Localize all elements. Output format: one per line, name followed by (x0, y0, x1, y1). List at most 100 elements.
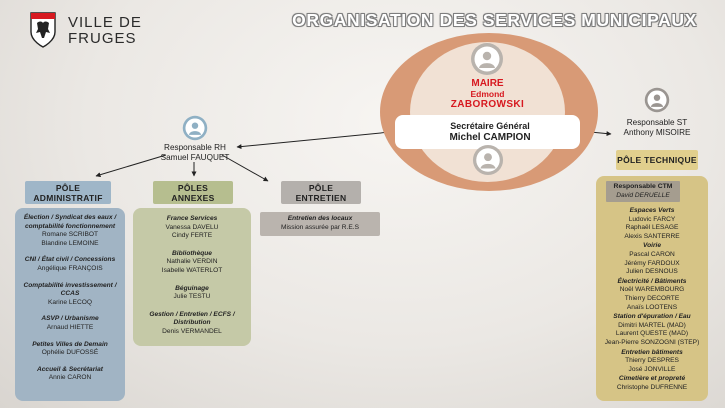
maire-avatar-icon (471, 43, 503, 75)
logo-line2: FRUGES (68, 30, 137, 47)
staff-name: Nathalie VERDIN (166, 258, 218, 266)
staff-name: Mission assurée par R.E.S (280, 223, 360, 231)
service-title: Entretien bâtiments (621, 348, 683, 356)
pole-entretien-line2: ENTRETIEN (295, 193, 347, 203)
sg-band (395, 115, 580, 149)
maire-role: MAIRE (471, 78, 504, 89)
service-title: Voirie (642, 242, 662, 250)
sg-name: Michel CAMPION (449, 132, 531, 143)
service-title: Station d'épuration / Eau (613, 313, 691, 321)
staff-name: Laurent QUESTE (MAD) (615, 330, 689, 338)
staff-name: Romane SCRIBOT (41, 231, 99, 239)
pole-entretien-header: PÔLE ENTRETIEN (281, 181, 361, 204)
service-title: Accueil & Secrétariat (37, 365, 103, 373)
maire-last-name: ZABOROWSKI (450, 99, 525, 110)
pole-administratif-line1: PÔLE (55, 183, 81, 193)
pole-administratif-line2: ADMINISTRATIF (33, 193, 103, 203)
pole-annexes-header: PÔLES ANNEXES (153, 181, 233, 204)
pole-annexes-line1: PÔLES (177, 183, 209, 193)
pole-technique-header: PÔLE TECHNIQUE (616, 150, 698, 170)
st-avatar-icon (644, 87, 670, 113)
service-title: CCAS (60, 290, 80, 298)
logo-wordmark: VILLE DE FRUGES (68, 15, 142, 47)
service-title: Petites Villes de Demain (32, 340, 108, 348)
service-title: Bibliothèque (172, 249, 212, 257)
arrow-rh-to-administratif (95, 154, 167, 178)
staff-name: Anaïs LOOTENS (626, 303, 678, 311)
staff-name: Pascal CARON (629, 250, 675, 258)
staff-name: Vanessa DAVELU (165, 223, 219, 231)
staff-name: Ludovic FARCY (628, 215, 676, 223)
service-title: Espaces Verts (629, 207, 675, 214)
service-title: Électricité / Bâtiments (617, 277, 687, 285)
maire-card: MAIRE Edmond ZABOROWSKI (420, 78, 555, 110)
service-title: Élection / Syndicat des eaux / (23, 214, 117, 221)
staff-name: Denis VERMANDEL (162, 327, 222, 335)
ctm-title: Responsable CTM (613, 183, 673, 190)
staff-name: José JONVILLE (628, 365, 676, 373)
rh-avatar-icon (182, 115, 208, 141)
staff-name: Jean-Pierre SONZOGNI (STEP) (604, 338, 700, 346)
staff-name: Blandine LEMOINE (41, 239, 99, 247)
ctm-name: David DERUELLE (616, 192, 670, 199)
rh-name: Samuel FAUQUET (160, 153, 230, 162)
service-title: Comptabilité investissement / (23, 281, 117, 289)
staff-name: Ophélie DUFOSSÉ (41, 349, 99, 357)
service-section: Gestion / Entretien / ECFS /Distribution… (133, 311, 251, 337)
staff-name: Julie TESTU (173, 293, 211, 301)
page-title: ORGANISATION DES SERVICES MUNICIPAUX (292, 10, 697, 30)
staff-name: Julien DESNOUS (626, 268, 678, 276)
staff-name: Karine LECOQ (48, 298, 92, 306)
staff-name: Annie CARON (48, 374, 92, 382)
staff-name: Thierry DESPRES (625, 357, 679, 365)
service-title: CNI / État civil / Concessions (24, 256, 116, 264)
city-shield-logo (30, 12, 56, 48)
staff-name: Christophe DUFRENNE (616, 383, 688, 391)
service-title: Béguinage (175, 284, 209, 292)
logo-line1: VILLE DE (68, 14, 142, 31)
pole-administratif-body: Élection / Syndicat des eaux /comptabili… (15, 208, 125, 401)
responsable-ctm-card: Responsable CTM David DERUELLE (606, 181, 680, 202)
pole-annexes-line2: ANNEXES (171, 193, 215, 203)
st-card: Responsable ST Anthony MISOIRE (602, 118, 712, 138)
st-role: Responsable ST (626, 118, 688, 127)
service-title: Entretien des locaux (287, 215, 353, 222)
service-title: ASVP / Urbanisme (41, 315, 99, 323)
staff-name: Arnaud HIETTE (46, 323, 94, 331)
service-title: Cimetière et propreté (618, 375, 686, 383)
rh-role: Responsable RH (164, 143, 226, 152)
secretaire-general-card: Secrétaire Général Michel CAMPION (420, 121, 560, 144)
st-name: Anthony MISOIRE (623, 128, 691, 137)
staff-name: Jérémy FARDOUX (624, 259, 680, 267)
staff-name: Raphaël LESAGE (625, 224, 679, 232)
staff-name: Isabelle WATERLOT (161, 266, 223, 274)
service-title: Distribution (173, 319, 211, 327)
sg-role: Secrétaire Général (450, 121, 530, 131)
staff-name: Thierry DECORTE (624, 294, 680, 302)
service-title: Gestion / Entretien / ECFS / (149, 310, 235, 318)
staff-name: Angélique FRANÇOIS (37, 264, 103, 272)
service-title: comptabilité fonctionnement (24, 222, 116, 230)
service-section: Élection / Syndicat des eaux /comptabili… (15, 214, 125, 248)
sg-avatar-icon (472, 144, 504, 176)
staff-name: Noël WAREMBOURG (619, 286, 685, 294)
maire-first-name: Edmond (470, 89, 505, 99)
